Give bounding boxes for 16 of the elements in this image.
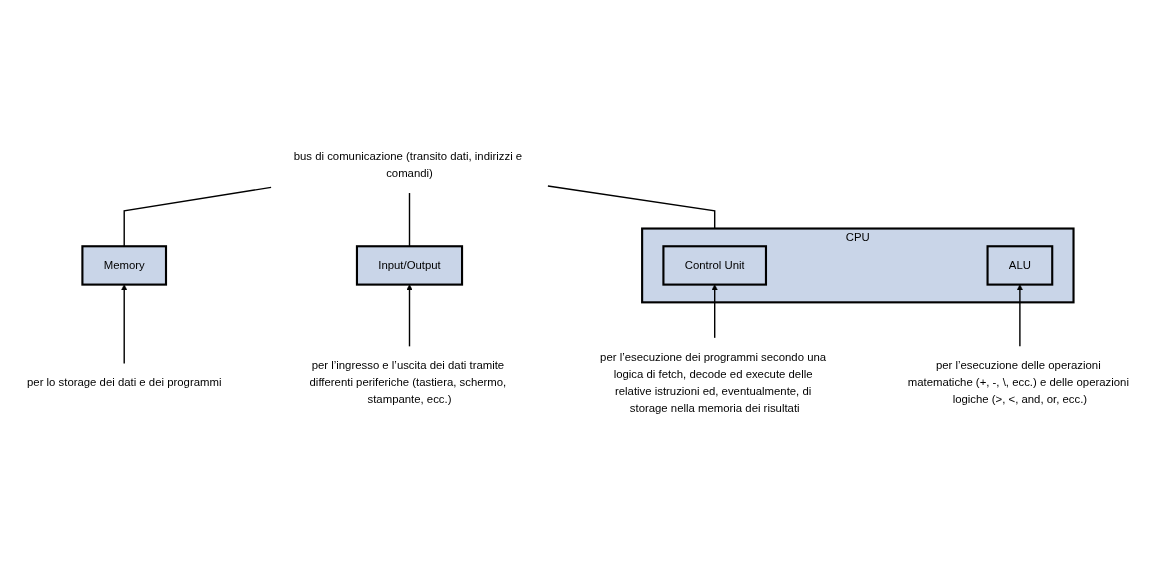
node-text: per l’esecuzione dei programmi secondo una logica di fetch, decode ed execute delle relative istruzioni ed, eventualmente, di storage nella memoria dei risultati [600,350,827,414]
node-text: per l’ingresso e l’uscita dei dati tramite differenti periferiche (tastiera, schermo, stampante, ecc.) [309,359,507,406]
arrow [711,284,718,339]
arrow [1016,284,1023,348]
node-text: per l’esecuzione delle operazioni matematiche (+, -, \, ecc.) e delle operazioni logiche (>, <, and, or, ecc.) [907,359,1129,406]
arrow [406,284,413,348]
node-text: per lo storage dei dati e dei programmi [27,376,222,389]
node-box: Control Unit [662,245,768,286]
connector [123,186,272,247]
node-box: Input/Output [355,245,464,286]
node-box: Memory [81,245,168,286]
connector [547,185,716,230]
node-box: ALU [986,245,1054,286]
node-text: bus di comunicazione (transito dati, indirizzi e comandi) [293,150,523,180]
connector [408,192,411,247]
arrow [121,284,128,365]
